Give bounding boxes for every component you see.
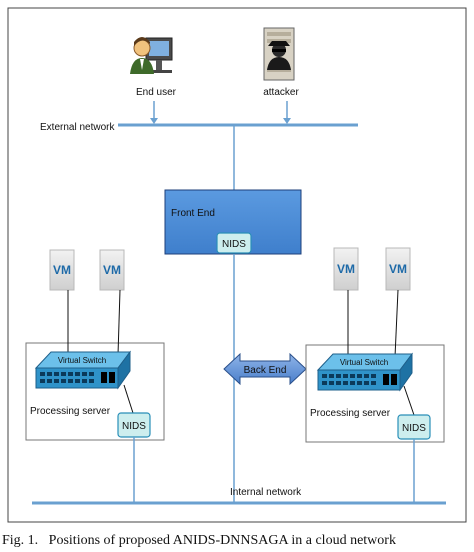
left-virtual-switch-label: Virtual Switch xyxy=(58,356,106,365)
left-vm-1-box xyxy=(49,249,75,291)
left-vm-2-box xyxy=(99,249,125,291)
end-user-arrowhead xyxy=(150,118,158,124)
internal-network-label: Internal network xyxy=(230,487,302,498)
right-vm-2-label: VM xyxy=(389,262,407,276)
left-nids-label: NIDS xyxy=(122,421,146,432)
attacker-label: attacker xyxy=(263,87,299,98)
left-virtual-switch-icon xyxy=(34,350,131,390)
right-virtual-switch-label: Virtual Switch xyxy=(340,358,388,367)
right-vm-2-link xyxy=(394,289,399,358)
attacker-arrowhead xyxy=(283,118,291,124)
left-vm-1-label: VM xyxy=(53,263,71,277)
left-switch-to-nids-link xyxy=(123,384,134,414)
external-network-label: External network xyxy=(40,122,115,133)
end-user-icon xyxy=(130,37,173,74)
end-user-label: End user xyxy=(136,87,177,98)
right-processing-server-label: Processing server xyxy=(310,408,391,419)
front-end-nids-label: NIDS xyxy=(222,239,246,250)
front-end-nids-box xyxy=(216,232,252,254)
right-vm-1-label: VM xyxy=(337,262,355,276)
right-virtual-switch-icon xyxy=(316,352,413,392)
left-vm-2-link xyxy=(117,289,121,356)
right-vm-2-box xyxy=(385,247,411,291)
attacker-icon xyxy=(263,27,295,81)
right-nids-label: NIDS xyxy=(402,423,426,434)
front-end-label: Front End xyxy=(171,208,215,219)
left-processing-server-label: Processing server xyxy=(30,406,111,417)
left-vm-2-label: VM xyxy=(103,263,121,277)
right-vm-1-box xyxy=(333,247,359,291)
back-end-label: Back End xyxy=(244,365,287,376)
figure-caption: Fig. 1. Positions of proposed ANIDS-DNNS… xyxy=(2,533,396,548)
right-switch-to-nids-link xyxy=(403,385,415,416)
